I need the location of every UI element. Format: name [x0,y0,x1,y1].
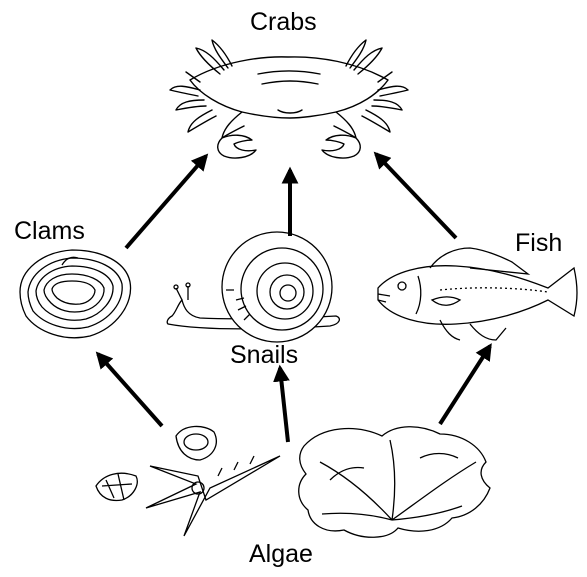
label-fish: Fish [515,231,562,256]
clam-illustration [20,250,131,338]
label-snails: Snails [230,343,298,368]
fish-illustration [378,248,577,340]
snail-illustration [167,232,339,342]
algae-plankton-illustration [96,426,280,536]
label-algae: Algae [249,542,313,567]
label-crabs: Crabs [250,10,317,35]
arrow-algae-to-fish [440,346,490,424]
arrow-algae-to-snails [280,368,288,442]
arrow-clams-to-crabs [126,156,206,248]
algae-seaweed-illustration [299,427,490,538]
label-clams: Clams [14,219,85,244]
crab-illustration [170,40,408,158]
arrow-fish-to-crabs [376,154,456,238]
arrow-algae-to-clams [98,354,162,426]
